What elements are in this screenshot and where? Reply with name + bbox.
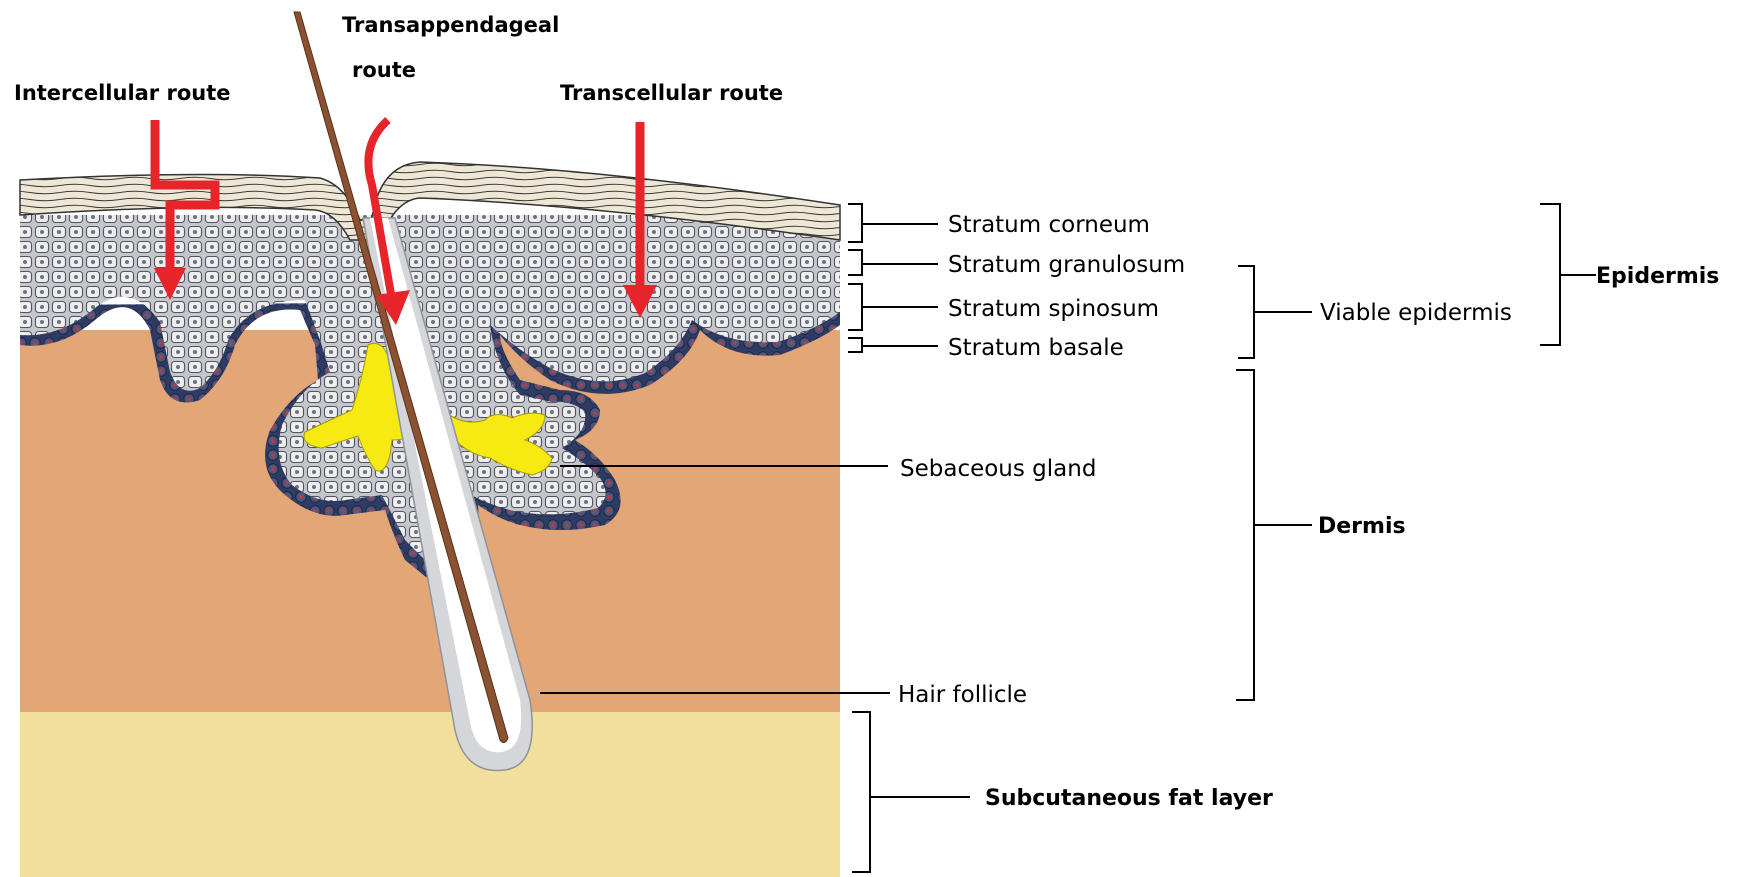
stratum-spinosum-label: Stratum spinosum xyxy=(948,296,1159,322)
dermis-label: Dermis xyxy=(1318,514,1406,539)
transcellular-route-label: Transcellular route xyxy=(560,81,783,105)
sebaceous-gland-label: Sebaceous gland xyxy=(900,456,1096,482)
epidermis-label: Epidermis xyxy=(1596,264,1719,289)
stratum-granulosum-callout: Stratum granulosum xyxy=(848,250,1185,278)
transappendageal-route-label-line1: Transappendageal xyxy=(342,13,559,37)
stratum-basale-callout: Stratum basale xyxy=(848,335,1124,361)
transappendageal-route-label-line2: route xyxy=(352,58,416,82)
subcutaneous-fat-region xyxy=(20,712,840,877)
viable-epidermis-callout: Viable epidermis xyxy=(1238,266,1512,358)
stratum-corneum-label: Stratum corneum xyxy=(948,212,1150,238)
subcutaneous-fat-callout: Subcutaneous fat layer xyxy=(852,712,1273,872)
stratum-corneum-callout: Stratum corneum xyxy=(848,204,1150,242)
viable-epidermis-label: Viable epidermis xyxy=(1320,300,1512,326)
subcutaneous-fat-label: Subcutaneous fat layer xyxy=(985,786,1273,811)
epidermis-callout: Epidermis xyxy=(1540,204,1719,345)
stratum-spinosum-callout: Stratum spinosum xyxy=(848,284,1159,330)
dermis-callout: Dermis xyxy=(1236,370,1406,700)
intercellular-route-label: Intercellular route xyxy=(14,81,231,105)
hair-follicle-label: Hair follicle xyxy=(898,682,1027,708)
stratum-granulosum-label: Stratum granulosum xyxy=(948,252,1185,278)
stratum-basale-label: Stratum basale xyxy=(948,335,1124,361)
